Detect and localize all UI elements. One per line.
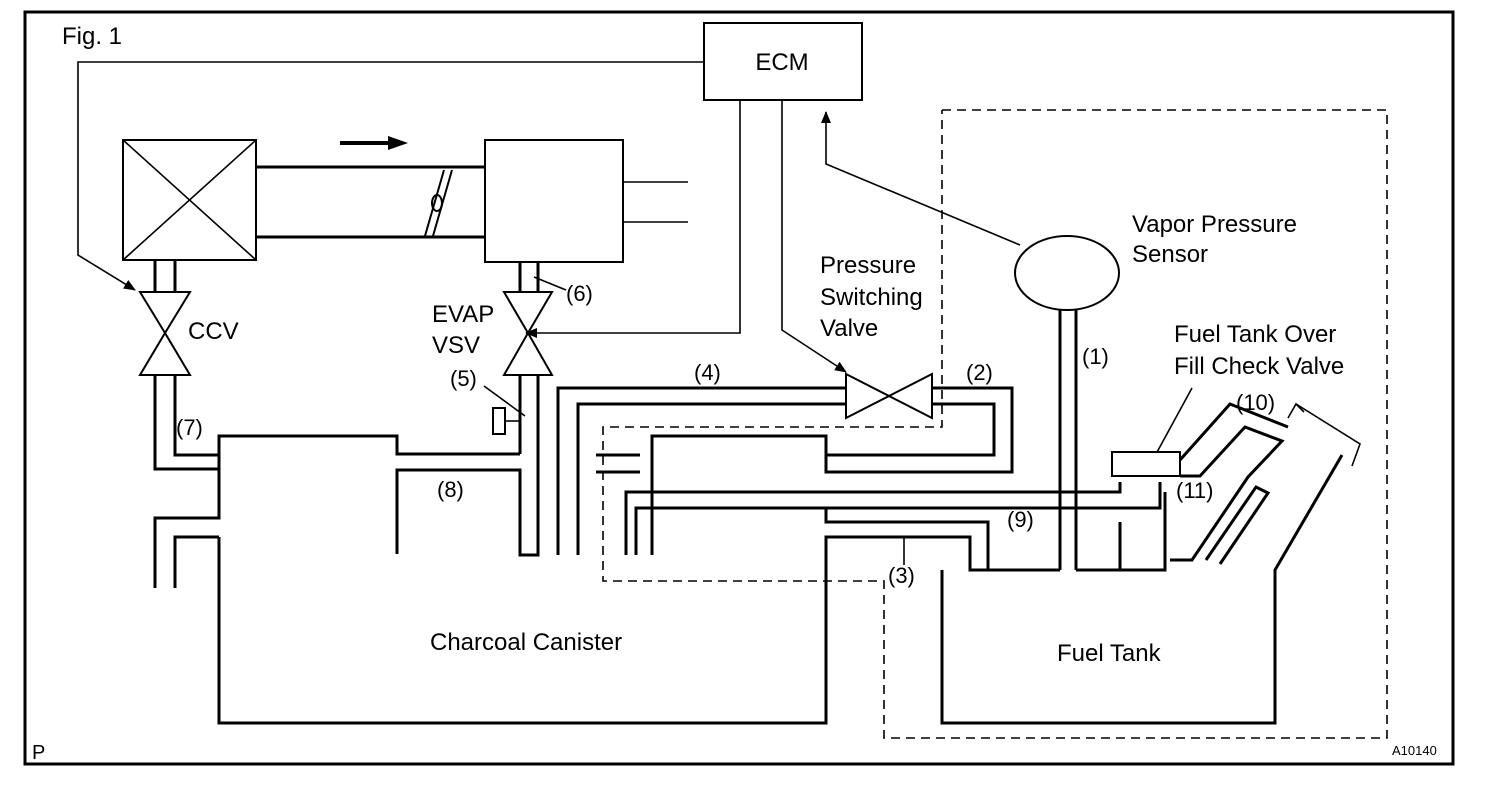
pressure-switching-valve — [845, 372, 933, 420]
ccv-piping — [153, 260, 520, 588]
corner-mark: P — [32, 742, 45, 764]
vapor-pressure-sensor — [1014, 235, 1120, 570]
check-valve-label-2: Fill Check Valve — [1174, 353, 1344, 380]
dashed-boundary — [602, 109, 1388, 739]
callout-1: (1) — [1082, 344, 1109, 369]
callout-6: (6) — [566, 281, 593, 306]
charcoal-canister-label: Charcoal Canister — [430, 629, 622, 656]
air-cleaner — [122, 139, 257, 261]
psv-label-1: Pressure — [820, 252, 916, 279]
psv-label-3: Valve — [820, 315, 878, 342]
intake-duct — [256, 136, 485, 239]
vapor-sensor-label-2: Sensor — [1132, 241, 1208, 268]
callout-10: (10) — [1236, 390, 1275, 415]
signal-lines — [77, 61, 1305, 565]
fill-check-valve — [1111, 402, 1361, 565]
figure-label: Fig. 1 — [62, 23, 122, 50]
ccv-valve — [138, 291, 192, 376]
evap-vsv-label-1: EVAP — [432, 301, 494, 328]
evap-vsv-label-2: VSV — [432, 332, 480, 359]
vapor-sensor-label-1: Vapor Pressure — [1132, 211, 1297, 238]
canister-piping — [556, 386, 1162, 570]
figure-frame — [23, 10, 1455, 766]
callout-8: (8) — [437, 477, 464, 502]
callout-7: (7) — [176, 415, 203, 440]
evap-vsv-valve — [492, 291, 554, 435]
callout-5: (5) — [450, 366, 477, 391]
figure-code: A10140 — [1392, 743, 1437, 758]
check-valve-label-1: Fuel Tank Over — [1174, 321, 1336, 348]
charcoal-canister-body — [217, 454, 1012, 725]
fuel-tank — [940, 454, 1344, 725]
callout-3: (3) — [888, 563, 915, 588]
ccv-label: CCV — [188, 318, 239, 345]
callout-4: (4) — [694, 360, 721, 385]
ecm-label: ECM — [755, 49, 808, 76]
callout-9: (9) — [1007, 507, 1034, 532]
psv-label-2: Switching — [820, 284, 923, 311]
intake-manifold — [484, 139, 688, 263]
fuel-tank-label: Fuel Tank — [1057, 640, 1162, 667]
callout-2: (2) — [966, 360, 993, 385]
ecm-box — [703, 22, 863, 101]
evap-vsv-piping — [395, 262, 540, 557]
callout-11: (11) — [1176, 478, 1214, 503]
